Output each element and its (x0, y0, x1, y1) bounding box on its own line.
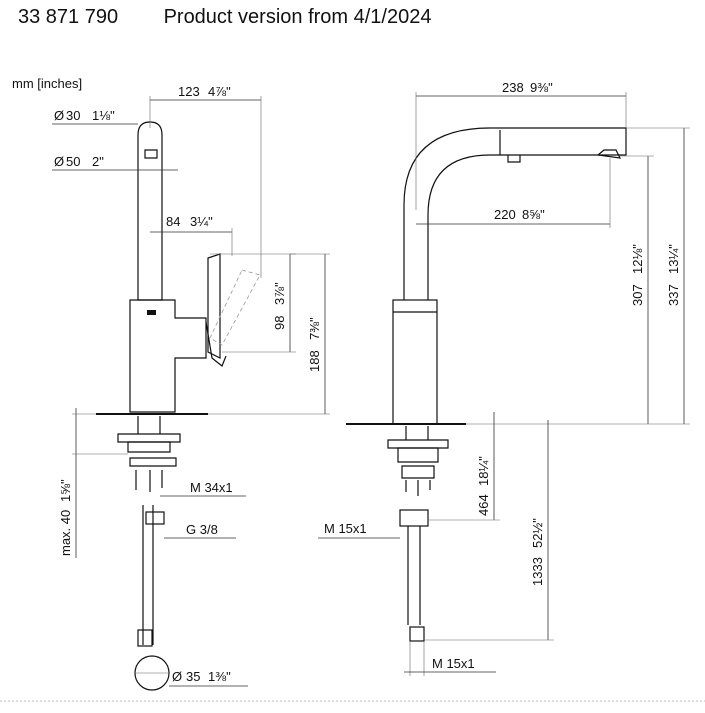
dim-238-in: 9⅜" (530, 80, 553, 95)
dim-1333-mm: 1333 (530, 557, 545, 586)
supply-stubs-front (405, 480, 431, 496)
spout-joint (499, 130, 521, 163)
right-view-dimensions: 238 9⅜" 220 8⅝" 307 12⅛" 337 13¼" 464 18… (318, 80, 690, 676)
dim-35-symbol: Ø (172, 669, 182, 684)
dim-30-symbol: Ø (54, 108, 64, 123)
dim-max40-mm: max. 40 (58, 510, 73, 556)
dim-98-in: 3⅞" (272, 282, 287, 305)
dim-123-in: 4⅞" (208, 84, 231, 99)
dim-84-in: 3¼" (190, 214, 213, 229)
dim-188-in: 7⅜" (307, 317, 322, 340)
hose-end-fitting-front (409, 626, 425, 642)
mounting-plate-front (397, 447, 439, 463)
dim-1333-in: 52½" (530, 518, 545, 548)
dim-50-mm: 50 (66, 154, 80, 169)
spray-head-outlet (596, 149, 622, 159)
dim-123-mm: 123 (178, 84, 200, 99)
dim-307-in: 12⅛" (630, 244, 645, 274)
dim-50-symbol: Ø (54, 154, 64, 169)
dim-30-in: 1⅛" (92, 108, 115, 123)
mounting-washer-front (387, 439, 449, 449)
dim-220-in: 8⅝" (522, 207, 545, 222)
mounting-nut-front (401, 465, 435, 479)
aerator-outline (144, 149, 158, 159)
lever-tilt-ghost (209, 269, 261, 346)
lever-joint (205, 321, 227, 367)
dim-238-mm: 238 (502, 80, 524, 95)
hose-left (142, 505, 154, 645)
dim-337-mm: 337 (666, 284, 681, 306)
thread-g38-label: G 3/8 (186, 522, 218, 537)
dim-188-mm: 188 (307, 350, 322, 372)
dim-84-mm: 84 (166, 214, 180, 229)
faucet-body-front (392, 299, 438, 425)
body-marker (147, 310, 156, 315)
left-view-faucet (96, 121, 261, 691)
dim-35-mm: 35 (186, 669, 200, 684)
dim-50-in: 2" (92, 154, 104, 169)
dim-30-mm: 30 (66, 108, 80, 123)
dim-464-in: 18¼" (476, 456, 491, 486)
thread-m15-top-label: M 15x1 (324, 521, 367, 536)
dim-220-mm: 220 (494, 207, 516, 222)
product-number: 33 871 790 (18, 6, 119, 28)
dim-337-in: 13¼" (666, 244, 681, 274)
dim-max40-in: 1⅝" (58, 479, 73, 502)
lever (207, 253, 221, 359)
hose-end-fitting (137, 629, 153, 647)
dim-35-in: 1⅜" (208, 669, 231, 684)
supply-stubs (135, 470, 163, 492)
units-label: mm [inches] (12, 76, 83, 91)
hose-right (407, 526, 421, 625)
left-view-dimensions: 123 4⅞" Ø 30 1⅛" Ø 50 2" 84 3¼" 98 3⅞" 1… (52, 84, 330, 687)
hose-connector-g38 (145, 511, 165, 525)
thread-m15-bottom-label: M 15x1 (432, 656, 475, 671)
spout-column (137, 121, 163, 301)
dim-464-mm: 464 (476, 494, 491, 516)
spout-arc (403, 127, 627, 300)
faucet-body (129, 299, 207, 413)
thread-m34-label: M 34x1 (190, 480, 233, 495)
connector-m15-top (399, 509, 429, 527)
right-view-faucet (346, 127, 627, 642)
mounting-plate (127, 441, 171, 453)
product-version: Product version from 4/1/2024 (163, 6, 432, 28)
header: 33 871 790 Product version from 4/1/2024 (18, 6, 431, 29)
mounting-washer (117, 433, 181, 443)
mounting-nut (129, 457, 177, 467)
dim-98-mm: 98 (272, 316, 287, 330)
dim-307-mm: 307 (630, 284, 645, 306)
